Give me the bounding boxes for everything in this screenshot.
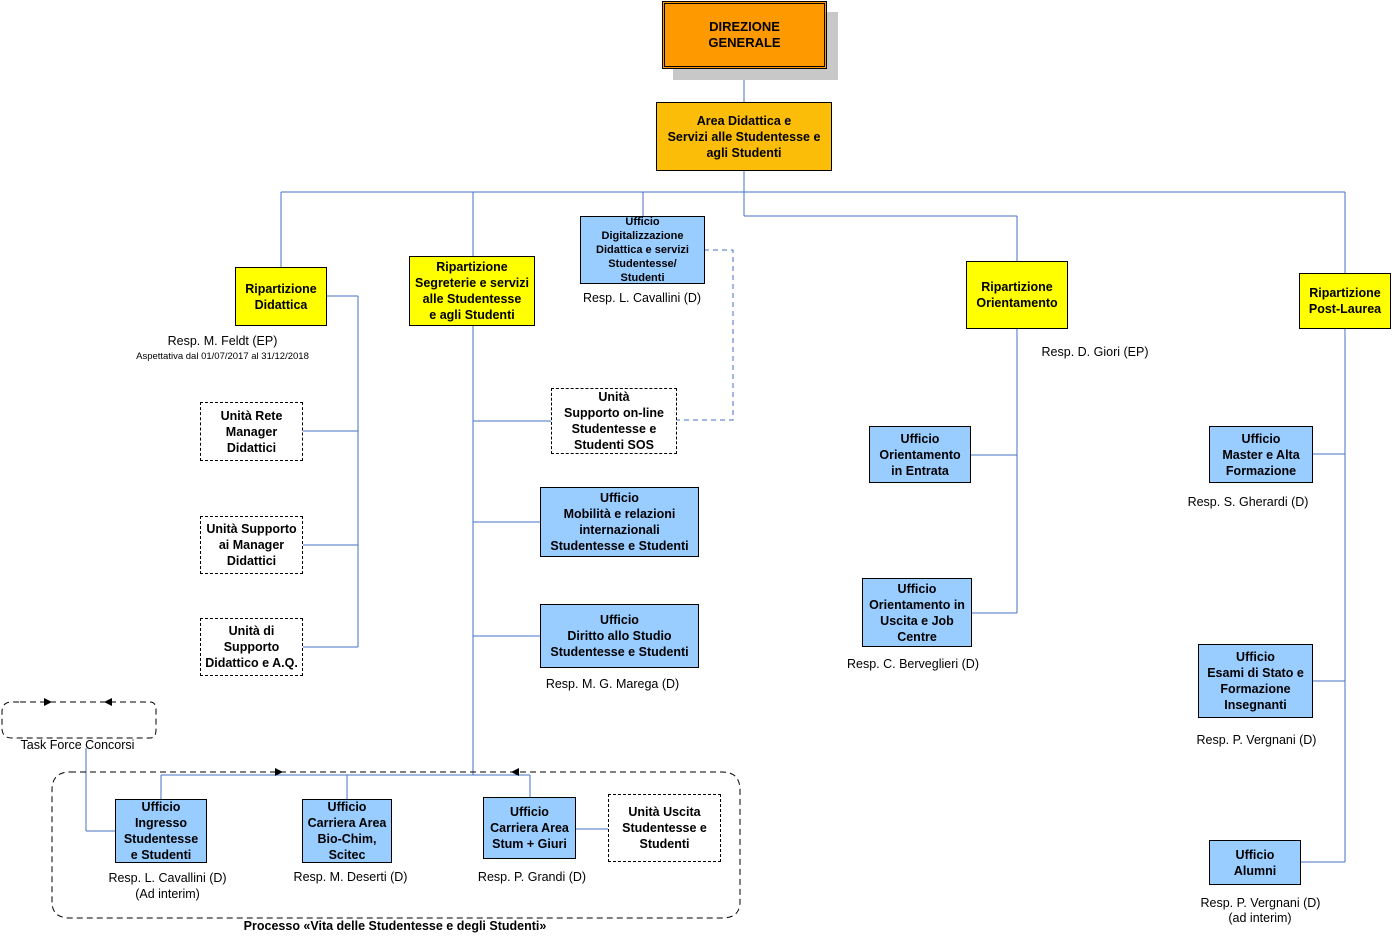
ad-interim-label: (Ad interim) (135, 887, 200, 901)
ad-interim-alumni-label: (ad interim) (1228, 911, 1292, 925)
ufficio-diritto-studio-box: Ufficio Diritto allo Studio Studentesse … (540, 604, 699, 668)
unita-rete-manager-box: Unità Rete Manager Didattici (200, 402, 303, 461)
resp-vergnani-esami-label: Resp. P. Vergnani (D) (1196, 733, 1317, 747)
ripartizione-didattica-box: Ripartizione Didattica (235, 267, 327, 326)
ufficio-digitalizzazione-box: Ufficio Digitalizzazione Didattica e ser… (580, 216, 705, 284)
resp-gherardi-label: Resp. S. Gherardi (D) (1187, 495, 1309, 509)
ripartizione-orientamento-box: Ripartizione Orientamento (966, 261, 1068, 329)
resp-feldt-label: Resp. M. Feldt (EP) (167, 334, 278, 348)
task-force-label: Task Force Concorsi (20, 738, 135, 752)
ufficio-carriera-bio-box: Ufficio Carriera Area Bio-Chim, Scitec (302, 799, 392, 863)
resp-cavallini-ingresso-label: Resp. L. Cavallini (D) (108, 871, 227, 885)
aspettativa-label: Aspettativa dal 01/07/2017 al 31/12/2018 (136, 351, 309, 362)
resp-marega-label: Resp. M. G. Marega (D) (545, 677, 680, 691)
unita-supporto-manager-box: Unità Supporto ai Manager Didattici (200, 516, 303, 574)
ufficio-orientamento-uscita-box: Ufficio Orientamento in Uscita e Job Cen… (862, 578, 972, 647)
ufficio-esami-stato-box: Ufficio Esami di Stato e Formazione Inse… (1198, 644, 1313, 718)
ufficio-carriera-stum-box: Ufficio Carriera Area Stum + Giuri (483, 797, 576, 859)
unita-supporto-aq-box: Unità di Supporto Didattico e A.Q. (200, 618, 303, 676)
ufficio-ingresso-box: Ufficio Ingresso Studentesse e Studenti (115, 799, 207, 863)
resp-cavallini-dig-label: Resp. L. Cavallini (D) (582, 291, 702, 305)
unita-uscita-box: Unità Uscita Studentesse e Studenti (608, 794, 721, 862)
ufficio-orientamento-entrata-box: Ufficio Orientamento in Entrata (869, 426, 971, 483)
ufficio-alumni-box: Ufficio Alumni (1209, 840, 1301, 885)
ripartizione-segreterie-box: Ripartizione Segreterie e servizi alle S… (409, 256, 535, 326)
resp-grandi-label: Resp. P. Grandi (D) (477, 870, 587, 884)
resp-giori-label: Resp. D. Giori (EP) (1041, 345, 1149, 359)
resp-berveglieri-label: Resp. C. Berveglieri (D) (847, 657, 979, 671)
resp-deserti-label: Resp. M. Deserti (D) (293, 870, 408, 884)
unita-sos-box: Unità Supporto on-line Studentesse e Stu… (551, 388, 677, 454)
processo-label: Processo «Vita delle Studentesse e degli… (243, 919, 547, 933)
resp-vergnani-alumni-label: Resp. P. Vergnani (D) (1200, 896, 1321, 910)
direzione-generale-box: DIREZIONE GENERALE (662, 1, 827, 69)
ufficio-mobilita-box: Ufficio Mobilità e relazioni internazion… (540, 487, 699, 557)
ufficio-master-box: Ufficio Master e Alta Formazione (1209, 426, 1313, 483)
ripartizione-post-laurea-box: Ripartizione Post-Laurea (1299, 273, 1391, 329)
area-didattica-box: Area Didattica e Servizi alle Studentess… (656, 102, 832, 171)
